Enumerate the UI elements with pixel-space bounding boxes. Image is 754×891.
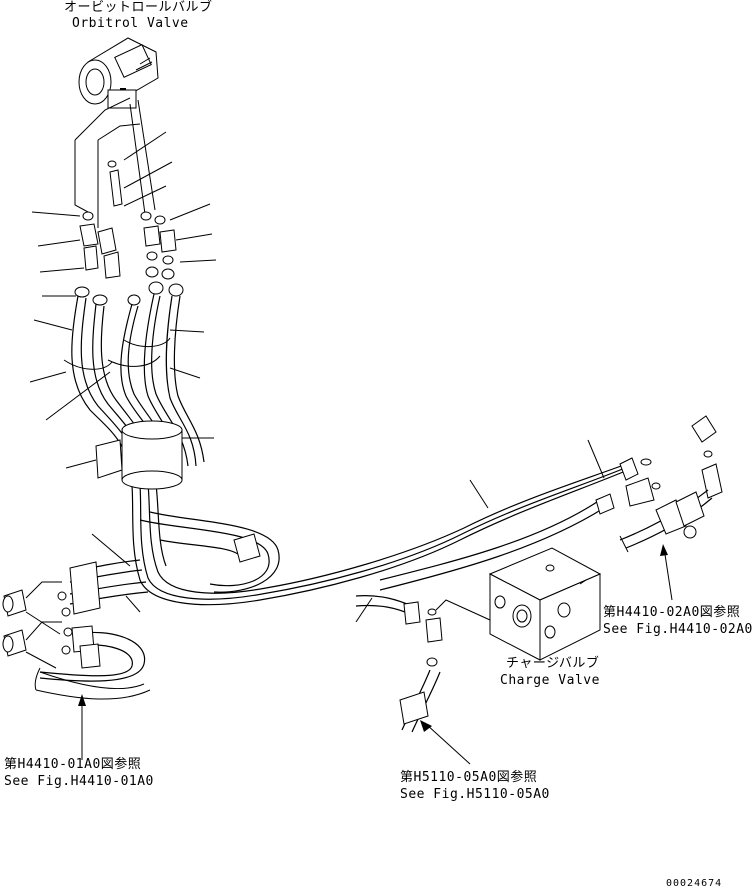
orbitrol-valve — [78, 37, 159, 109]
ref-h4410-02a0-label-en: See Fig.H4410-02A0 — [603, 622, 753, 637]
valve-port-fittings — [74, 160, 184, 306]
charge-valve-label-jp: チャージバルブ — [506, 656, 600, 671]
drawing-number: 00024674 — [666, 878, 723, 889]
orbitrol-valve-label-en: Orbitrol Valve — [72, 16, 189, 31]
ref-h4410-02a0-label-jp: 第H4410-02A0図参照 — [603, 605, 741, 620]
left-fittings — [2, 581, 73, 669]
orbitrol-leader-lines — [74, 97, 156, 228]
ref-arrow-05a0 — [420, 720, 471, 765]
charge-valve-label-en: Charge Valve — [500, 673, 600, 688]
ref-h5110-05a0-label-en: See Fig.H5110-05A0 — [400, 787, 550, 802]
ref-arrow-02a0 — [660, 544, 673, 601]
ref-h4410-01a0-label-jp: 第H4410-01A0図参照 — [4, 757, 142, 772]
charge-valve-fitting — [355, 595, 491, 733]
lower-hose-loops — [69, 511, 280, 615]
hose-clamp — [95, 420, 183, 490]
left-u-hose — [34, 625, 151, 700]
charge-valve — [488, 547, 602, 661]
ref-h5110-05a0-label-jp: 第H5110-05A0図参照 — [400, 770, 538, 785]
orbitrol-valve-label-jp: オービットロールバルブ — [64, 0, 213, 15]
ref-arrow-01a0 — [78, 694, 86, 760]
ref-h4410-01a0-label-en: See Fig.H4410-01A0 — [4, 774, 154, 789]
right-fittings — [379, 415, 723, 591]
